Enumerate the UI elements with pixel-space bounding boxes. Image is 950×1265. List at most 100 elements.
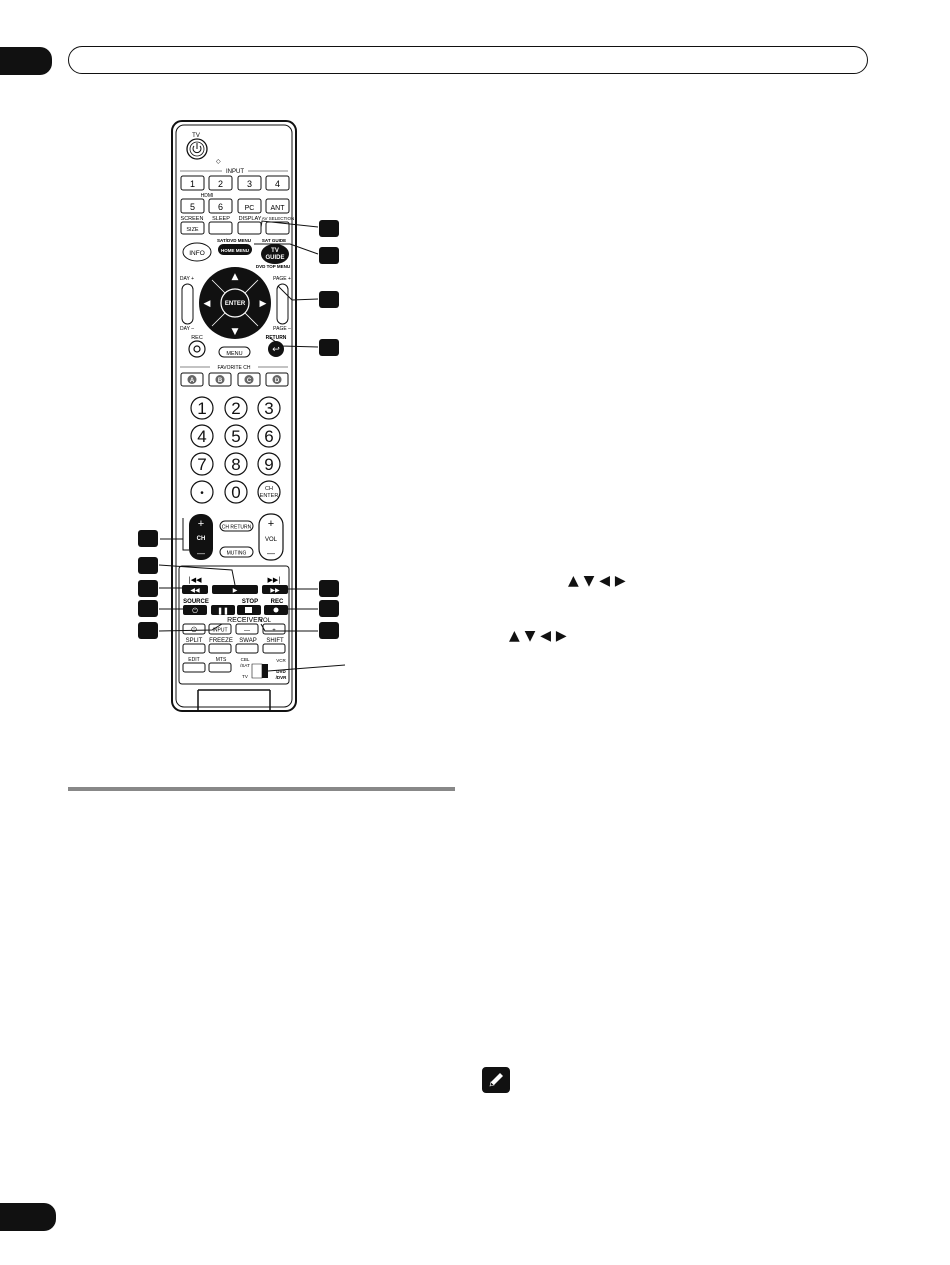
pause-button[interactable] — [211, 605, 235, 615]
mode-selector-switch[interactable] — [262, 664, 268, 678]
shift-button[interactable] — [262, 643, 286, 654]
number-6-button[interactable] — [257, 424, 281, 448]
av-selection-button[interactable] — [265, 221, 290, 235]
number-8-label: 8 — [231, 455, 240, 474]
return-label: RETURN — [266, 335, 287, 341]
number-5-button[interactable] — [224, 424, 248, 448]
number-0-button[interactable] — [224, 480, 248, 504]
number-2-label: 2 — [231, 399, 240, 418]
stop-icon — [245, 607, 252, 613]
ch-enter-label-2: ENTER — [260, 493, 279, 499]
display-button[interactable] — [237, 221, 262, 235]
ch-enter-button[interactable] — [257, 480, 281, 504]
dvd-label-1: DVD — [276, 669, 286, 674]
display-label: DISPLAY — [239, 216, 262, 222]
hdmi-label: HDMI — [201, 193, 214, 199]
page-button[interactable] — [276, 283, 289, 325]
source-power-button[interactable] — [183, 605, 207, 615]
info-button[interactable] — [182, 242, 212, 262]
swap-label: SWAP — [239, 638, 256, 644]
split-button[interactable] — [182, 643, 206, 654]
day-minus-label: DAY – — [180, 326, 194, 332]
source-power-icon: ⏻ — [192, 607, 198, 615]
callout-box — [319, 622, 339, 639]
number-4-button[interactable] — [190, 424, 214, 448]
receiver-input-button[interactable] — [208, 623, 232, 635]
number-8-button[interactable] — [224, 452, 248, 476]
section-rule — [68, 787, 455, 791]
number-7-button[interactable] — [190, 452, 214, 476]
input-1-label: 1 — [190, 179, 195, 189]
vol-plus-label: + — [268, 518, 274, 530]
dvd-top-menu-label: DVD TOP MENU — [256, 264, 290, 269]
enter-label: ENTER — [225, 301, 246, 307]
muting-button[interactable] — [219, 546, 254, 558]
sleep-button[interactable] — [208, 221, 233, 235]
ch-return-label: CH RETURN — [222, 525, 252, 531]
rewind-icon: ◀◀ — [190, 587, 200, 594]
home-menu-button[interactable] — [218, 244, 252, 255]
callout-box — [138, 600, 158, 617]
receiver-label: RECEIVER — [227, 617, 263, 624]
input-6-button[interactable] — [208, 198, 233, 214]
muting-label: MUTING — [227, 551, 247, 557]
input-1-button[interactable] — [180, 175, 205, 191]
page-plus-label: PAGE + — [273, 276, 291, 282]
channel-rocker[interactable] — [189, 514, 213, 560]
freeze-button[interactable] — [208, 643, 232, 654]
swap-button[interactable] — [235, 643, 259, 654]
arrow-keys-text-1: ▲ ▼ ◀ ▶ — [568, 573, 626, 589]
day-button[interactable] — [181, 283, 194, 325]
ch-minus-label: — — [197, 549, 205, 558]
input-2-button[interactable] — [208, 175, 233, 191]
favorite-d-label: D — [275, 378, 280, 384]
rewind-button[interactable] — [182, 585, 208, 594]
receiver-vol-down-button[interactable] — [235, 623, 259, 635]
pc-button[interactable] — [237, 198, 262, 214]
tv-guide-button[interactable] — [261, 244, 289, 264]
play-button[interactable] — [212, 585, 258, 594]
callout-box — [138, 530, 158, 547]
favorite-c-label: C — [247, 378, 252, 384]
stop-label: STOP — [242, 599, 258, 605]
ch-return-button[interactable] — [219, 520, 254, 532]
number-0-label: 0 — [231, 483, 240, 502]
fast-forward-button[interactable] — [262, 585, 288, 594]
callout-box — [319, 220, 339, 237]
number-9-button[interactable] — [257, 452, 281, 476]
number-3-button[interactable] — [257, 396, 281, 420]
info-label: INFO — [189, 250, 205, 257]
sat-guide-label: SAT GUIDE — [262, 238, 286, 243]
number-2-button[interactable] — [224, 396, 248, 420]
ant-button[interactable] — [265, 198, 290, 214]
input-3-button[interactable] — [237, 175, 262, 191]
screen-size-button[interactable] — [180, 221, 205, 235]
menu-button[interactable] — [218, 346, 251, 358]
mts-button[interactable] — [208, 662, 232, 673]
enter-button[interactable] — [220, 288, 250, 318]
callout-box — [319, 291, 339, 308]
input-4-button[interactable] — [265, 175, 290, 191]
rec-button[interactable] — [188, 340, 206, 358]
volume-rocker[interactable] — [258, 513, 284, 561]
edit-button[interactable] — [182, 662, 206, 673]
favorite-b-label: B — [218, 378, 223, 384]
number-1-button[interactable] — [190, 396, 214, 420]
number-7-label: 7 — [197, 455, 206, 474]
day-plus-label: DAY + — [180, 276, 194, 282]
receiver-power-button[interactable] — [182, 623, 206, 635]
play-icon: ▶ — [233, 587, 238, 594]
next-icon: ▶▶| — [267, 576, 280, 584]
indicator-icon: ◇ — [216, 159, 221, 165]
header-bar — [68, 46, 868, 74]
dot-button[interactable] — [190, 480, 214, 504]
vol-minus-label: — — [267, 549, 275, 558]
screen-label: SCREEN — [181, 216, 204, 222]
chapter-tab — [0, 47, 52, 75]
callout-box — [319, 339, 339, 356]
pause-icon: ❚❚ — [217, 607, 229, 615]
input-label: INPUT — [226, 169, 244, 175]
input-5-button[interactable] — [180, 198, 205, 214]
fast-forward-icon: ▶▶ — [270, 587, 280, 594]
return-arrow-icon: ↩ — [272, 344, 280, 354]
